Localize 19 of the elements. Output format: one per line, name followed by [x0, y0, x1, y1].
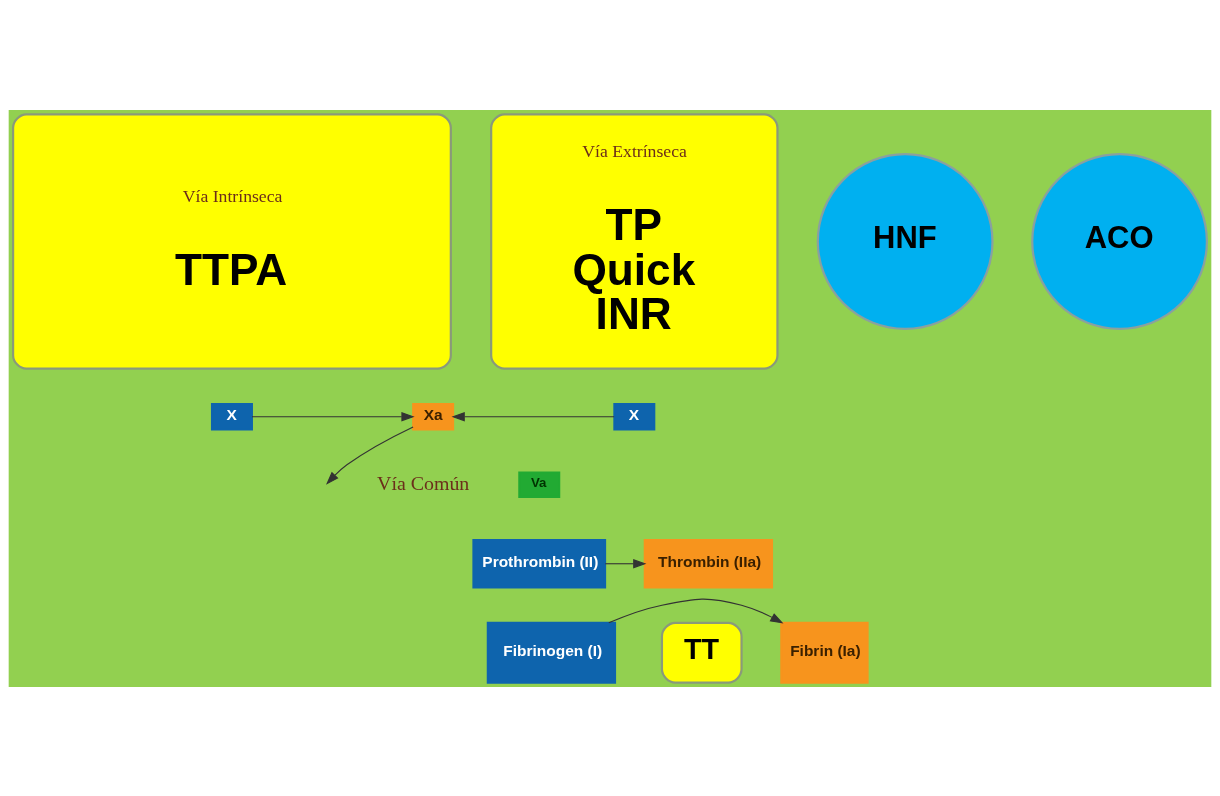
node-box: Xa: [412, 402, 455, 431]
node-circle: HNF: [816, 152, 994, 330]
arrow: [604, 558, 647, 568]
node-box: Thrombin (IIa): [643, 538, 774, 589]
node-box: Vía Intrínseca TTPA: [12, 112, 452, 370]
arrow: [326, 425, 414, 485]
arrow: [451, 411, 615, 421]
arrow: [251, 411, 415, 421]
node-box: Fibrinogen (I): [486, 621, 617, 684]
node-box: Vía Extrínseca TP Quick INR: [490, 112, 779, 370]
node-box: Prothrombin (II): [472, 538, 607, 589]
node-circle: ACO: [1031, 152, 1208, 330]
node-box: X: [210, 402, 253, 431]
node-box: TT: [660, 621, 743, 684]
label: Vía Común: [377, 471, 470, 494]
node-box: X: [613, 402, 656, 431]
node-box: Fibrin (Ia): [780, 621, 869, 684]
node-box: Va: [518, 470, 561, 498]
arrow: [608, 598, 784, 624]
